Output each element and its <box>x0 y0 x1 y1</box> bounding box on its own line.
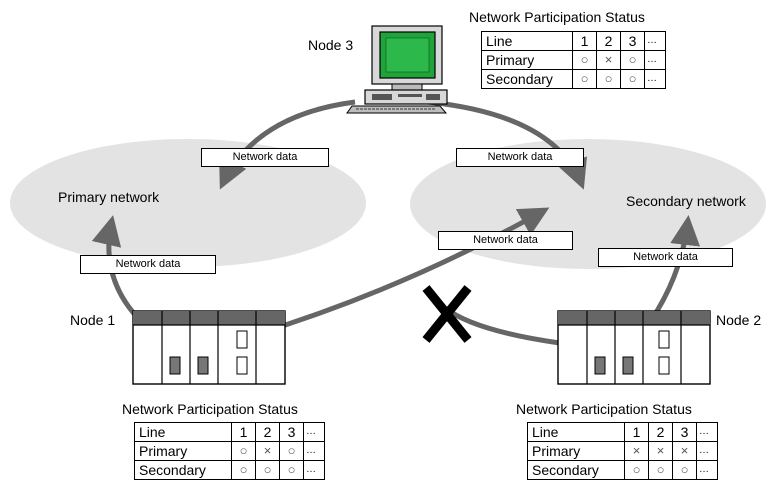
table-header-cell: 2 <box>596 31 621 51</box>
table-header-cell: 3 <box>620 31 645 51</box>
secondary-network-label: Secondary network <box>626 193 746 209</box>
table-cell: … <box>696 441 718 461</box>
table-row: Primary × × × … <box>527 441 718 461</box>
table-header-cell: Line <box>134 422 232 442</box>
table-cell: × <box>624 441 649 461</box>
table-cell: ○ <box>596 69 621 89</box>
arrow-node3-to-primary <box>219 99 356 190</box>
table-cell: ○ <box>231 441 256 461</box>
network-data-label: Network data <box>438 231 573 250</box>
table-cell: ○ <box>620 50 645 70</box>
table-header-cell: 2 <box>648 422 673 442</box>
node3-status-table: Line 1 2 3 … Primary ○ × ○ … Secondary ○… <box>481 31 666 89</box>
disconnected-cross-icon <box>422 285 472 343</box>
table-header-cell: 3 <box>279 422 304 442</box>
table-cell: … <box>303 460 325 480</box>
node1-plc-icon <box>132 310 286 385</box>
table-cell: ○ <box>620 69 645 89</box>
node2-status-title: Network Participation Status <box>516 401 692 417</box>
table-cell: ○ <box>279 460 304 480</box>
table-cell: × <box>596 50 621 70</box>
table-cell: … <box>696 460 718 480</box>
table-cell: Secondary <box>527 460 625 480</box>
table-row: Primary ○ × ○ … <box>134 441 325 461</box>
table-cell: ○ <box>231 460 256 480</box>
table-cell: ○ <box>648 460 673 480</box>
node3-status-title: Network Participation Status <box>469 9 645 25</box>
table-cell: ○ <box>279 441 304 461</box>
table-cell: Primary <box>481 50 573 70</box>
table-cell: × <box>672 441 697 461</box>
table-header-cell: … <box>696 422 718 442</box>
table-cell: … <box>644 50 666 70</box>
table-cell: ○ <box>572 69 597 89</box>
node1-label: Node 1 <box>70 312 116 328</box>
table-row: Secondary ○ ○ ○ … <box>527 460 718 480</box>
table-header-cell: 3 <box>672 422 697 442</box>
table-header-cell: Line <box>527 422 625 442</box>
node3-label: Node 3 <box>308 37 354 53</box>
table-header-cell: Line <box>481 31 573 51</box>
network-data-label: Network data <box>80 255 216 274</box>
node1-status-table: Line 1 2 3 … Primary ○ × ○ … Secondary ○… <box>134 422 325 480</box>
node2-plc-icon <box>557 310 711 385</box>
table-header-cell: … <box>303 422 325 442</box>
table-cell: × <box>648 441 673 461</box>
table-header-cell: 1 <box>231 422 256 442</box>
node3-computer-icon <box>346 25 448 114</box>
table-cell: Primary <box>134 441 232 461</box>
arrow-node3-to-secondary <box>427 99 587 190</box>
table-cell: ○ <box>255 460 280 480</box>
primary-network-label: Primary network <box>58 189 160 205</box>
table-row: Line 1 2 3 … <box>527 422 718 442</box>
node2-status-table: Line 1 2 3 … Primary × × × … Secondary ○… <box>527 422 718 480</box>
table-row: Line 1 2 3 … <box>481 31 666 51</box>
table-cell: ○ <box>672 460 697 480</box>
table-cell: Secondary <box>481 69 573 89</box>
node1-status-title: Network Participation Status <box>122 401 298 417</box>
network-data-label: Network data <box>456 148 584 167</box>
table-row: Line 1 2 3 … <box>134 422 325 442</box>
table-header-cell: 1 <box>572 31 597 51</box>
table-row: Secondary ○ ○ ○ … <box>134 460 325 480</box>
table-cell: ○ <box>624 460 649 480</box>
table-header-cell: 1 <box>624 422 649 442</box>
table-cell: … <box>303 441 325 461</box>
table-header-cell: 2 <box>255 422 280 442</box>
table-cell: Primary <box>527 441 625 461</box>
table-row: Primary ○ × ○ … <box>481 50 666 70</box>
node2-label: Node 2 <box>716 312 762 328</box>
table-cell: Secondary <box>134 460 232 480</box>
table-header-cell: … <box>644 31 666 51</box>
network-data-label: Network data <box>598 248 733 267</box>
table-row: Secondary ○ ○ ○ … <box>481 69 666 89</box>
table-cell: ○ <box>572 50 597 70</box>
network-data-label: Network data <box>201 148 329 167</box>
table-cell: … <box>644 69 666 89</box>
table-cell: × <box>255 441 280 461</box>
